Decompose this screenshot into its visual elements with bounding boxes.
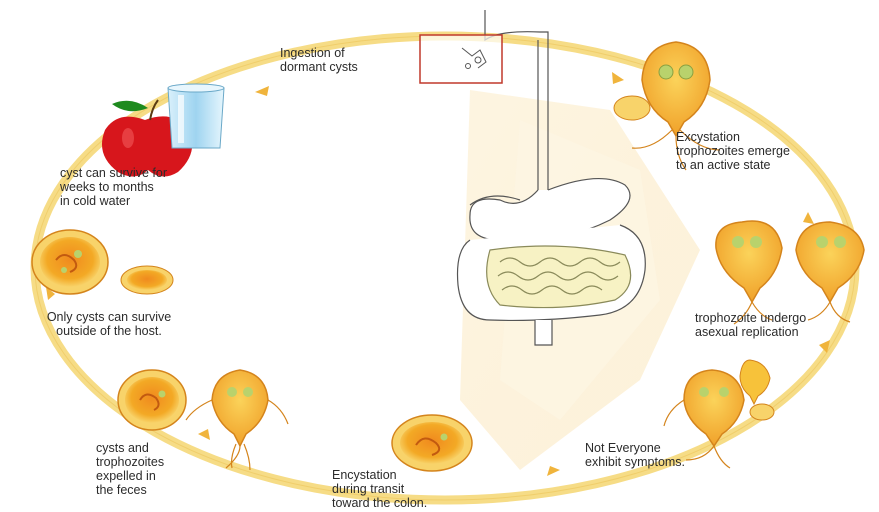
label-excystation: Excystation trophozoites emerge to an ac…	[676, 130, 790, 172]
arrow-icon	[803, 212, 814, 224]
rectum	[535, 320, 552, 345]
label-expelled: cysts and trophozoites expelled in the f…	[96, 441, 164, 497]
arrow-icon	[612, 72, 624, 84]
expelled-cyst-icon	[118, 370, 186, 430]
small-cyst-icon	[121, 266, 173, 294]
dividing-trophozoites-icon	[716, 221, 864, 324]
small-trophozoite-icon	[614, 96, 650, 120]
arrow-icon	[547, 466, 560, 476]
label-encystation: Encystation during transit toward the co…	[332, 468, 427, 510]
small-intestine	[487, 246, 631, 308]
cyst-icon	[32, 230, 108, 294]
label-cold-water: cyst can survive for weeks to months in …	[60, 166, 167, 208]
encysting-cyst-icon	[392, 415, 472, 471]
label-replication: trophozoite undergo asexual replication	[695, 311, 806, 339]
label-survive-outside: Only cysts can survive outside of the ho…	[4, 310, 214, 338]
arrow-icon	[198, 429, 210, 440]
label-ingestion: Ingestion of dormant cysts	[280, 46, 358, 74]
arrow-icon	[255, 86, 269, 96]
ingestion-highlight-box	[420, 35, 502, 83]
label-symptoms: Not Everyone exhibit symptoms.	[585, 441, 685, 469]
glass-of-water-icon	[168, 84, 224, 148]
